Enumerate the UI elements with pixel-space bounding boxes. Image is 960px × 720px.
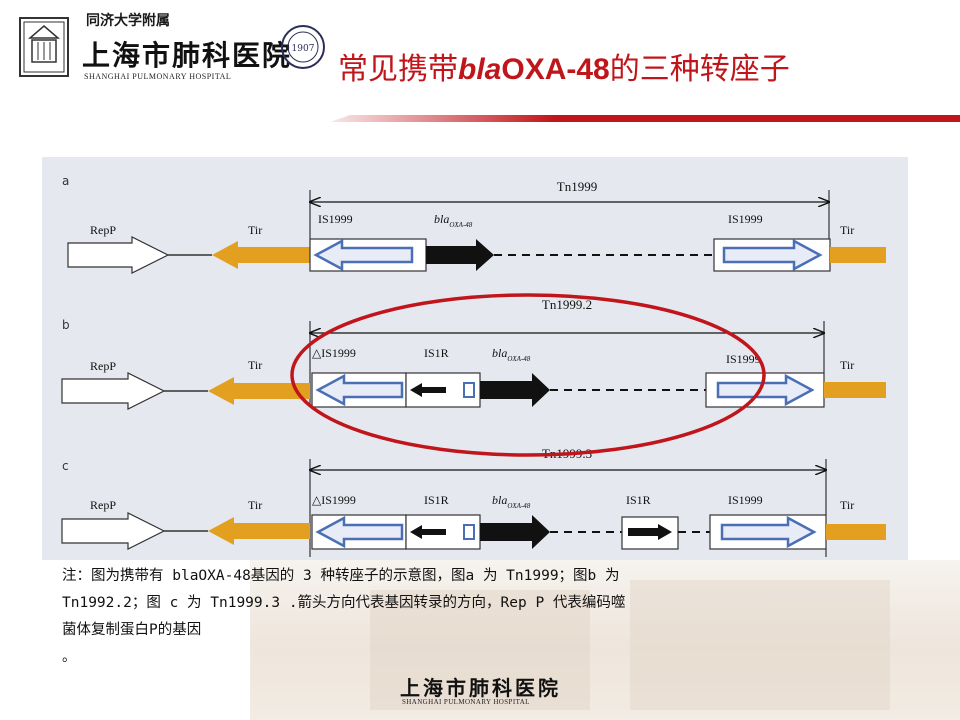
bla-sub-label: OXA-48: [449, 221, 472, 229]
is-mid2-label: IS1R: [626, 493, 651, 507]
affiliation-text: 同济大学附属: [86, 13, 170, 29]
bla-label: bla: [492, 493, 507, 507]
repp-arrow: [67, 236, 170, 274]
tir-left-arrow: [208, 377, 310, 405]
repp-arrow: [61, 512, 166, 550]
is-mid-arrow: [410, 383, 446, 397]
bla-label: bla: [434, 212, 449, 226]
repp-arrow: [61, 372, 166, 410]
tir-left-arrow: [212, 241, 310, 269]
tir-left-arrow: [208, 517, 310, 545]
transposon-label: Tn1999: [557, 179, 597, 194]
bla-arrow: [480, 515, 550, 549]
footer-hospital-name-en: SHANGHAI PULMONARY HOSPITAL: [402, 698, 530, 706]
panel-c: c Tn1999.3 RepP Tir △IS1999 IS1R blaOXA-…: [61, 446, 886, 557]
is-left-arrow: [315, 373, 404, 407]
highlight-ellipse: [290, 293, 766, 457]
is-left-arrow: [315, 515, 404, 549]
title-text-2: 的三种转座子: [609, 52, 790, 87]
slide-header: 同济大学附属 上海市肺科医院 SHANGHAI PULMONARY HOSPIT…: [0, 0, 960, 125]
note-line-4: 。: [62, 649, 76, 665]
hospital-logo: 同济大学附属 上海市肺科医院 SHANGHAI PULMONARY HOSPIT…: [18, 6, 338, 86]
repp-label: RepP: [90, 498, 116, 512]
title-bold: OXA-48: [501, 53, 610, 86]
tir-left-label: Tir: [248, 358, 262, 372]
footer-logo: 上海市肺科医院 SHANGHAI PULMONARY HOSPITAL: [400, 672, 570, 712]
panel-letter: c: [62, 459, 69, 473]
bla-label: bla: [492, 346, 507, 360]
is-right-label: IS1999: [726, 352, 761, 366]
tir-right-label: Tir: [840, 223, 854, 237]
tir-left-label: Tir: [248, 498, 262, 512]
background-building-image: [250, 560, 960, 720]
footer-hospital-name: 上海市肺科医院: [400, 676, 561, 700]
is-mid-arrow: [410, 525, 446, 539]
note-line-1: 注：图为携带有 blaOXA-48基因的 3 种转座子的示意图，图a 为 Tn1…: [62, 568, 620, 584]
hospital-name: 上海市肺科医院: [82, 39, 293, 72]
tir-right-label: Tir: [840, 358, 854, 372]
transposon-diagram: a Tn1999 RepP Tir IS1999 blaOXA-48 IS199…: [42, 157, 908, 560]
transposon-label: Tn1999.2: [542, 297, 592, 312]
is-left-label: IS1999: [318, 212, 353, 226]
is-right-arrow: [722, 238, 823, 272]
tir-right-bar: [824, 382, 886, 398]
panel-letter: a: [62, 174, 69, 188]
title-text-1: 常见携带: [338, 52, 458, 87]
is-left-label: △IS1999: [312, 493, 356, 507]
slide-title: 常见携带blaOXA-48的三种转座子: [338, 44, 960, 88]
panel-a: a Tn1999 RepP Tir IS1999 blaOXA-48 IS199…: [62, 174, 886, 274]
tir-right-label: Tir: [840, 498, 854, 512]
title-italic: bla: [458, 53, 502, 86]
is-mid-label: IS1R: [424, 493, 449, 507]
note-line-3: 菌体复制蛋白P的基因: [62, 622, 202, 638]
is-right-arrow: [720, 515, 817, 549]
is-left-label: △IS1999: [312, 346, 356, 360]
tir-right-bar: [830, 247, 886, 263]
repp-label: RepP: [90, 223, 116, 237]
is-right-arrow: [716, 373, 815, 407]
hospital-name-en: SHANGHAI PULMONARY HOSPITAL: [84, 72, 232, 81]
university-seal-icon: 1907: [281, 25, 325, 69]
is-left-arrow: [313, 238, 414, 272]
svg-text:blaOXA-48: blaOXA-48: [492, 346, 531, 363]
is-right-label: IS1999: [728, 212, 763, 226]
is-mid-label: IS1R: [424, 346, 449, 360]
svg-text:1907: 1907: [292, 44, 315, 54]
title-underline: [330, 115, 960, 122]
bla-arrow: [426, 239, 494, 271]
hospital-emblem-icon: [19, 17, 69, 77]
figure-note: 注：图为携带有 blaOXA-48基因的 3 种转座子的示意图，图a 为 Tn1…: [62, 563, 842, 644]
is-right-label: IS1999: [728, 493, 763, 507]
tir-left-label: Tir: [248, 223, 262, 237]
svg-text:blaOXA-48: blaOXA-48: [434, 212, 473, 229]
tir-right-bar: [826, 524, 886, 540]
bla-arrow: [480, 373, 550, 407]
note-line-2: Tn1992.2；图 c 为 Tn1999.3 .箭头方向代表基因转录的方向，R…: [62, 595, 626, 611]
panel-letter: b: [62, 318, 70, 332]
is-mid2-arrow: [628, 524, 672, 540]
figure-background: [42, 157, 908, 560]
bla-sub-label: OXA-48: [507, 502, 530, 510]
repp-label: RepP: [90, 359, 116, 373]
bla-sub-label: OXA-48: [507, 355, 530, 363]
svg-text:blaOXA-48: blaOXA-48: [492, 493, 531, 510]
